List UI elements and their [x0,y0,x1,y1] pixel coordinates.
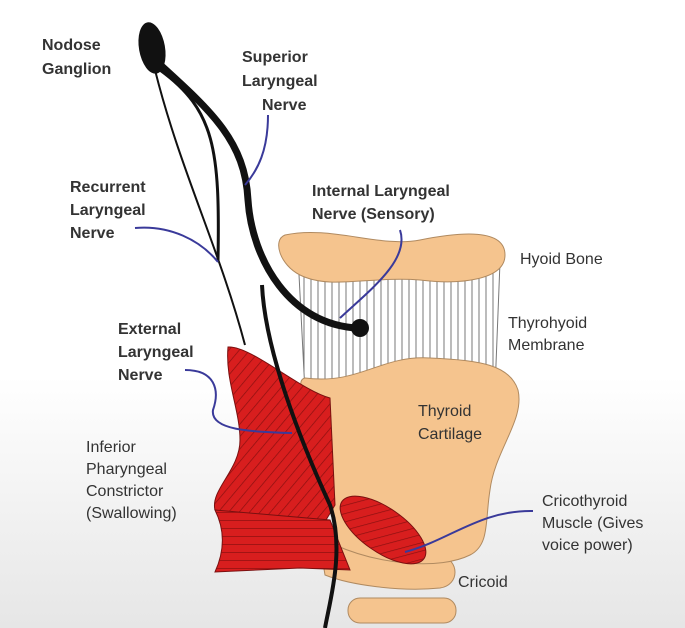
label-recurrent-laryngeal-nerve: Recurrent Laryngeal Nerve [70,179,146,242]
label-cricothyroid-muscle: Cricothyroid Muscle (Gives voice power) [542,493,643,554]
svg-text:(Swallowing): (Swallowing) [86,505,177,522]
svg-text:External: External [118,321,181,338]
svg-text:Ganglion: Ganglion [42,61,111,78]
label-inferior-pharyngeal-constrictor: Inferior Pharyngeal Constrictor (Swallow… [86,439,177,522]
external-laryngeal-nerve [260,284,339,628]
constrictor-lower-band [214,509,351,573]
svg-text:Pharyngeal: Pharyngeal [86,461,167,478]
svg-text:Cricothyroid: Cricothyroid [542,493,627,510]
svg-text:Laryngeal: Laryngeal [70,202,146,219]
label-thyroid-cartilage: Thyroid Cartilage [418,403,482,443]
pointer-internal [339,229,403,319]
pointer-cricothyroid [404,509,534,553]
label-cricoid: Cricoid [458,574,508,591]
hyoid-bone [278,231,506,283]
tracheal-ring [347,597,457,624]
svg-text:Internal Laryngeal: Internal Laryngeal [312,183,450,200]
label-thyrohyoid-membrane: Thyrohyoid Membrane [508,315,587,354]
svg-text:Nerve: Nerve [118,367,163,384]
svg-text:Cartilage: Cartilage [418,426,482,443]
svg-text:Inferior: Inferior [86,439,136,456]
svg-text:Thyroid: Thyroid [418,403,471,420]
svg-text:Hyoid Bone: Hyoid Bone [520,251,603,268]
svg-text:Superior: Superior [242,49,308,66]
label-hyoid-bone: Hyoid Bone [520,251,603,268]
svg-text:Thyrohyoid: Thyrohyoid [508,315,587,332]
svg-text:Recurrent: Recurrent [70,179,146,196]
nerve-end-dot [351,319,369,337]
svg-text:Nerve: Nerve [70,225,115,242]
svg-text:Laryngeal: Laryngeal [242,73,318,90]
svg-text:Nerve (Sensory): Nerve (Sensory) [312,206,435,223]
pointer-superior [244,114,269,186]
svg-text:Constrictor: Constrictor [86,483,164,500]
superior-laryngeal-nerve [151,56,362,332]
svg-text:Nerve: Nerve [262,97,307,114]
label-superior-laryngeal-nerve: Superior Laryngeal Nerve [242,49,318,114]
pointer-recurrent [134,226,219,263]
label-internal-laryngeal-nerve: Internal Laryngeal Nerve (Sensory) [312,183,450,223]
cricothyroid-muscle [339,495,427,565]
label-nodose-ganglion: Nodose Ganglion [42,37,111,78]
svg-text:Nodose: Nodose [42,37,101,54]
pointer-external [184,369,293,434]
nodose-ganglion [138,22,166,74]
recurrent-laryngeal-nerve [154,69,246,346]
svg-text:Cricoid: Cricoid [458,574,508,591]
svg-text:Laryngeal: Laryngeal [118,344,194,361]
label-external-laryngeal-nerve: External Laryngeal Nerve [118,321,194,384]
svg-text:Muscle (Gives: Muscle (Gives [542,515,643,532]
svg-text:Membrane: Membrane [508,337,585,354]
svg-text:voice power): voice power) [542,537,633,554]
